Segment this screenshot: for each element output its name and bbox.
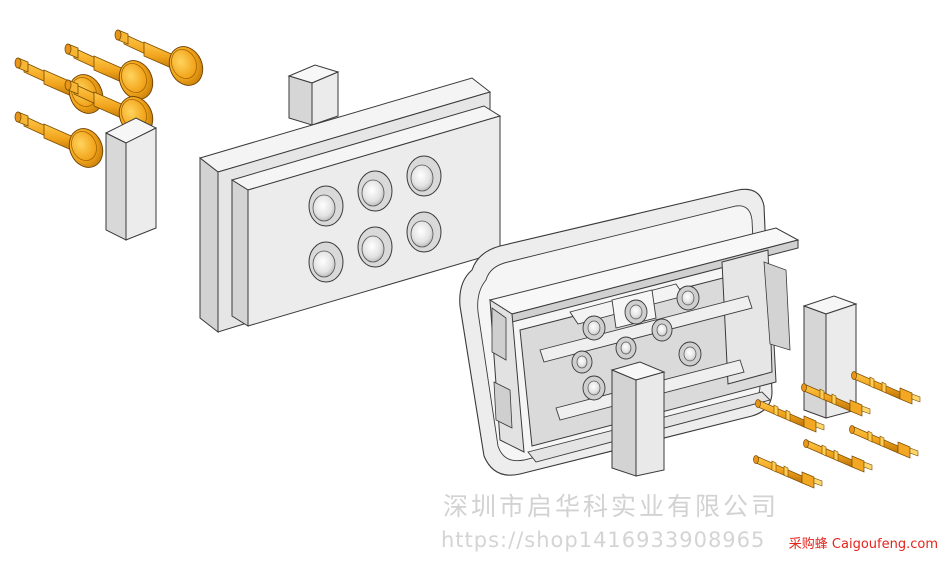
alignment-post-left — [104, 117, 158, 241]
pogo-pin-small — [803, 439, 873, 473]
socket-hole-grid — [308, 155, 442, 283]
watermark-company-name: 深圳市启华科实业有限公司 — [443, 492, 780, 521]
pogo-pin-small — [753, 455, 823, 489]
watermark-shop-url: https://shop1416933908965 — [441, 528, 766, 552]
watermark-site-badge[interactable]: 采购蜂 Caigoufeng.com — [786, 533, 940, 552]
shell-hole-grid — [571, 285, 702, 401]
site-name: 采购蜂 — [788, 537, 828, 552]
connector-shell — [459, 188, 800, 477]
pogo-pin-small — [851, 371, 921, 405]
pogo-pin-small — [849, 425, 919, 459]
site-domain: Caigoufeng.com — [831, 537, 938, 552]
pogo-pin — [14, 111, 110, 174]
insulator-block — [198, 64, 502, 334]
